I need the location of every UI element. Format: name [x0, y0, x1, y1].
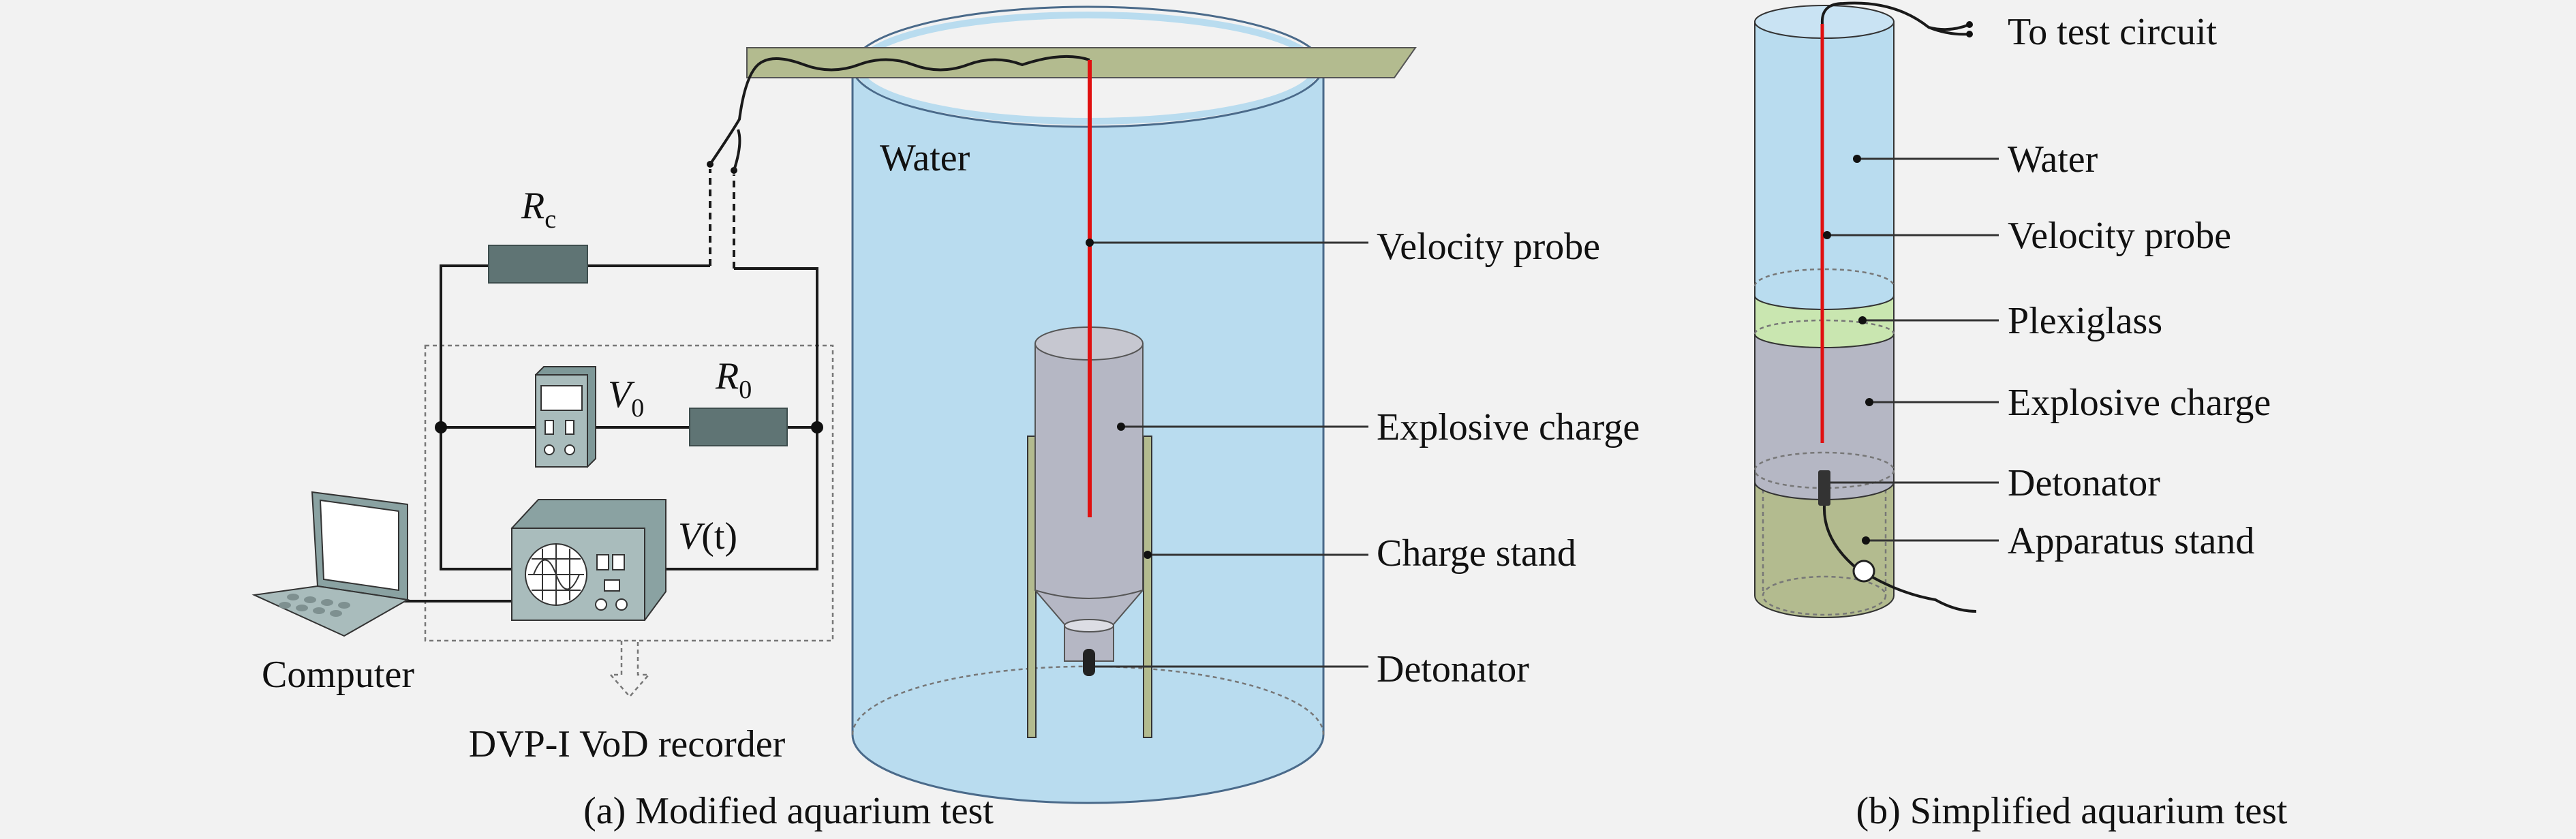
simplified-aquarium: To test circuit Water Velocity probe Ple… [1753, 1, 2288, 832]
resistor-r0 [689, 408, 788, 446]
to-test-circuit-label: To test circuit [2008, 11, 2218, 53]
computer-label: Computer [262, 654, 414, 696]
probe-cable [709, 55, 1090, 171]
r0-label: R0 [715, 355, 752, 404]
explosive-charge-label-b: Explosive charge [2008, 382, 2271, 424]
laptop-icon [251, 491, 410, 637]
water-column [1754, 21, 1895, 310]
water-label-b: Water [2008, 138, 2098, 181]
detonator [1083, 649, 1095, 676]
detonator-wire [1822, 505, 1977, 613]
velocity-probe-label: Velocity probe [1377, 226, 1600, 268]
plexiglass-label: Plexiglass [2008, 300, 2162, 342]
detonator-label: Detonator [1377, 648, 1529, 690]
detonator-label-b: Detonator [2008, 462, 2160, 504]
tank-water-label: Water [880, 137, 970, 179]
probe-support-plank [746, 47, 1417, 78]
v0-label: V0 [608, 373, 644, 423]
caption-a: (a) Modified aquarium test [583, 790, 994, 832]
oscilloscope-icon [510, 499, 666, 622]
apparatus-stand [1754, 481, 1895, 618]
explosive-charge-label: Explosive charge [1377, 406, 1640, 448]
probe-switch-leads [709, 169, 735, 269]
voltage-source-icon [534, 366, 596, 468]
leader-lines-b [1823, 155, 1999, 545]
recorder-arrow-icon [609, 641, 651, 698]
charge-stand-leg [1143, 436, 1152, 738]
recorder-label: DVP-I VoD recorder [469, 723, 786, 765]
caption-b: (b) Simplified aquarium test [1856, 790, 2288, 832]
test-circuit-cable [1820, 1, 1970, 36]
vt-label: V(t) [678, 515, 737, 558]
resistor-rc [488, 245, 588, 284]
modified-aquarium: Water Velocity probe Explosive charge Ch… [583, 5, 1640, 832]
plexiglass [1754, 295, 1895, 348]
velocity-probe-label-b: Velocity probe [2008, 215, 2231, 257]
charge-stand-label: Charge stand [1377, 532, 1576, 575]
detonator-b [1818, 470, 1830, 506]
recorder-box [424, 344, 834, 642]
circuit-wires [388, 264, 818, 602]
rc-label: Rc [521, 185, 556, 234]
recording-circuit: Rc V0 R0 V(t) [251, 161, 834, 765]
leader-lines [1086, 239, 1368, 668]
apparatus-stand-label: Apparatus stand [2008, 520, 2254, 562]
